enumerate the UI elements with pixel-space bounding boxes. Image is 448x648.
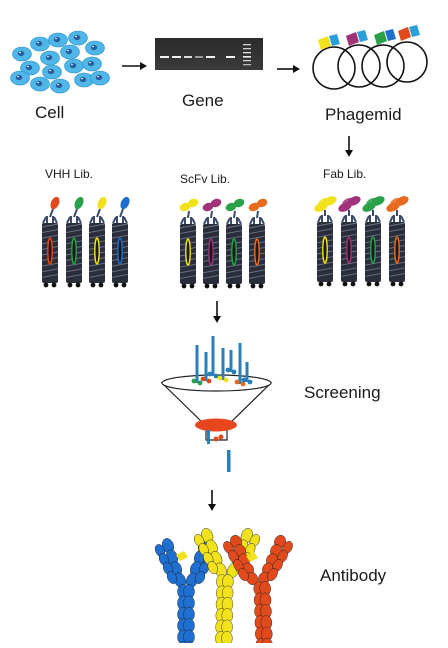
cell-icon: [74, 72, 94, 88]
cell-icon: [10, 70, 30, 86]
phage-pin-icon: [234, 343, 246, 387]
phage-pin-icon: [200, 352, 212, 384]
gene-insert-icon: [374, 31, 387, 45]
cell-icon: [42, 64, 62, 80]
scfv-domain-icon: [187, 198, 199, 208]
antibody-domain-icon: [207, 561, 218, 574]
cell-icon: [64, 58, 84, 74]
down-arrow-icon: [208, 490, 216, 511]
cell-icon: [30, 76, 50, 92]
phage-particle-icon: [41, 196, 60, 288]
antibody-domain-icon: [194, 571, 206, 584]
antibody-domain-icon: [246, 552, 258, 562]
scfv-domain-icon: [179, 202, 191, 212]
scfv-library-label: ScFv Lib.: [180, 172, 230, 186]
fab-library-label: Fab Lib.: [323, 167, 366, 181]
fab-domain-icon: [342, 197, 354, 207]
antibody-domain-icon: [238, 568, 249, 581]
antibody-domain-icon: [176, 551, 188, 561]
antibody-molecules-icon: [154, 528, 293, 648]
cell-cluster-icon: [10, 30, 110, 94]
phage-pin-icon: [241, 362, 253, 385]
antibody-label: Antibody: [320, 566, 387, 585]
cell-label: Cell: [35, 103, 64, 122]
phage-particle-icon: [314, 196, 337, 287]
scfv-domain-icon: [233, 198, 245, 208]
cell-icon: [50, 78, 70, 94]
scfv-domain-icon: [210, 198, 222, 208]
gene-insert-icon: [398, 27, 411, 41]
phage-particle-icon: [88, 196, 107, 288]
cell-icon: [12, 46, 32, 62]
phage-particle-icon: [111, 196, 130, 288]
down-arrow-icon: [345, 136, 353, 157]
vhh-domain-icon: [120, 196, 130, 210]
cell-icon: [68, 30, 88, 46]
cell-icon: [85, 40, 105, 56]
scfv-domain-icon: [248, 202, 260, 212]
cell-icon: [82, 56, 102, 72]
gene-insert-icon: [329, 34, 340, 46]
fab-domain-icon: [366, 197, 378, 207]
cell-icon: [60, 44, 80, 60]
phagemid-label: Phagemid: [325, 105, 402, 124]
phage-particle-icon: [248, 198, 268, 289]
scfv-domain-icon: [202, 202, 214, 212]
cell-icon: [48, 32, 68, 48]
phage-particle-icon: [179, 198, 199, 289]
screening-funnel-icon: [160, 374, 273, 472]
cell-icon: [30, 36, 50, 52]
screening-label: Screening: [304, 383, 381, 402]
antibody-domain-icon: [267, 568, 278, 581]
phage-pin-icon: [217, 348, 229, 383]
scfv-domain-icon: [256, 198, 268, 208]
antibody-domain-icon: [166, 571, 178, 584]
scfv-domain-icon: [225, 202, 237, 212]
phage-particle-icon: [225, 198, 245, 289]
phage-pin-icon: [191, 345, 203, 386]
gene-insert-icon: [385, 29, 396, 41]
phagemid-plasmid-icon: [312, 25, 428, 90]
vhh-domain-icon: [50, 196, 60, 210]
gene-insert-icon: [318, 36, 331, 50]
phage-particle-icon: [65, 196, 84, 288]
gene-insert-icon: [357, 30, 368, 42]
vhh-domain-icon: [74, 196, 84, 210]
cell-icon: [90, 70, 110, 86]
cell-icon: [20, 60, 40, 76]
phage-pin-icon: [207, 336, 219, 379]
phage-display-libraries: [41, 196, 409, 289]
phage-particle-icon: [362, 196, 385, 287]
phage-particle-icon: [386, 196, 409, 287]
binding-phage-pins: [191, 336, 253, 387]
phage-pin-icon: [225, 350, 237, 375]
gene-insert-icon: [346, 32, 359, 46]
phage-particle-icon: [338, 196, 361, 287]
right-arrow-icon: [122, 62, 147, 70]
down-arrow-icon: [213, 301, 221, 323]
fab-domain-icon: [390, 197, 402, 207]
right-arrow-icon: [277, 65, 300, 73]
fab-domain-icon: [318, 197, 330, 207]
gene-label: Gene: [182, 91, 224, 110]
cell-icon: [40, 50, 60, 66]
gel-electrophoresis-image: [155, 38, 263, 70]
phage-particle-icon: [202, 198, 222, 289]
gene-insert-icon: [409, 25, 420, 37]
vhh-domain-icon: [97, 196, 107, 210]
vhh-library-label: VHH Lib.: [45, 167, 93, 181]
